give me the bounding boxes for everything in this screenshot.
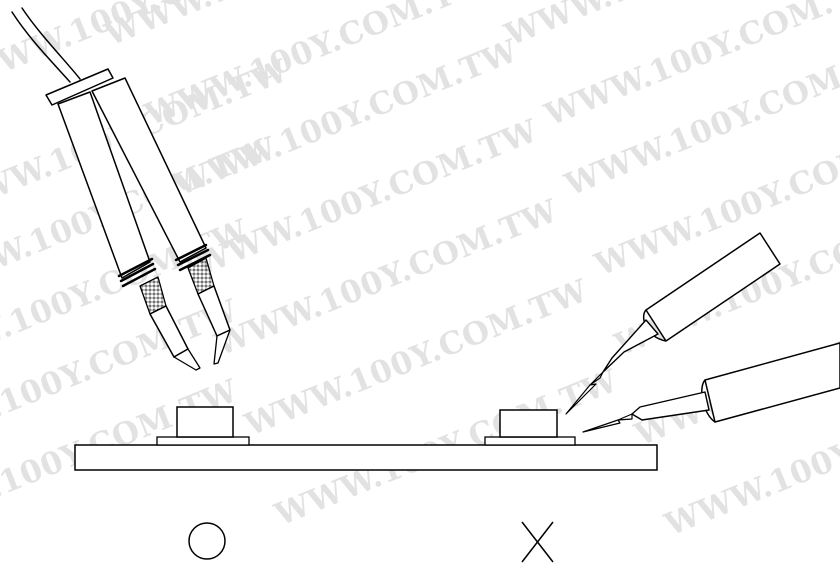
component-left xyxy=(156,406,250,446)
correct-mark-circle xyxy=(188,522,226,560)
circuit-board xyxy=(74,444,658,471)
soldering-iron-upper xyxy=(565,232,781,415)
incorrect-mark-x xyxy=(521,521,554,563)
tweezer-tool xyxy=(11,7,231,371)
component-right xyxy=(484,409,576,446)
soldering-iron-lower xyxy=(582,342,840,433)
